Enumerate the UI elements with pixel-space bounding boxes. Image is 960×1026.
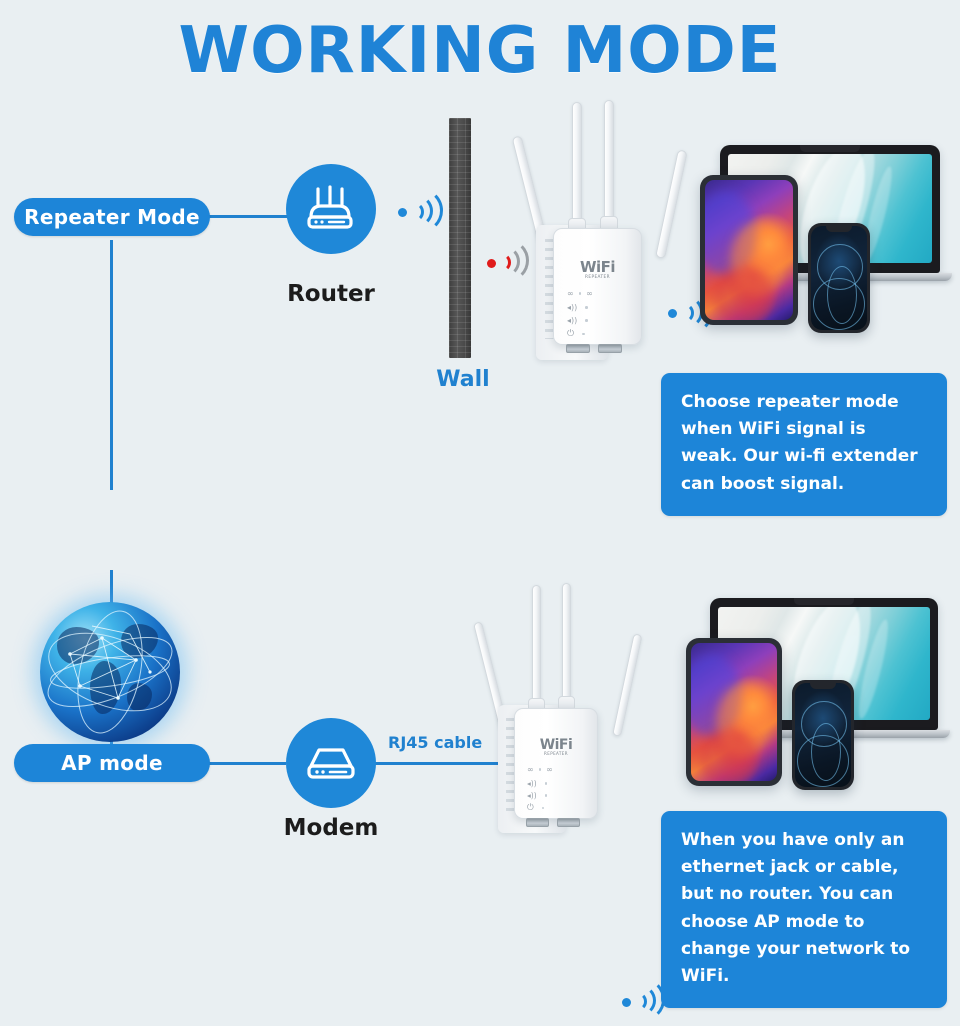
laptop-camera-notch bbox=[800, 145, 860, 152]
tablet-icon bbox=[700, 175, 798, 325]
led-row-power-ap: ⏻ bbox=[527, 803, 545, 813]
wifi-broadcast-ap-icon bbox=[622, 978, 665, 1026]
led-row-lan-ap: ∞ ∞ bbox=[527, 765, 553, 774]
wan-icon-ap: ∞ bbox=[546, 765, 553, 774]
connector-repeater-to-globe bbox=[110, 240, 113, 490]
led-dot-3 bbox=[585, 319, 588, 322]
extender-brand-main-ap: WiFi bbox=[539, 737, 573, 753]
led-row-lan: ∞ ∞ bbox=[567, 289, 593, 298]
mode-pill-ap-label: AP mode bbox=[61, 751, 163, 775]
mode-pill-repeater-label: Repeater Mode bbox=[24, 205, 200, 229]
led-dot-2-ap bbox=[544, 782, 548, 785]
smartphone-icon bbox=[808, 223, 870, 333]
extender-brand-sub-ap: REPEATER bbox=[544, 752, 568, 757]
signal-icon-ap: ◂)) bbox=[527, 779, 537, 788]
wifi-led-icon: ◂)) bbox=[567, 316, 578, 325]
laptop-camera-notch-ap bbox=[794, 598, 854, 605]
mode-pill-ap[interactable]: AP mode bbox=[14, 744, 210, 782]
modem-caption: Modem bbox=[283, 815, 379, 841]
wall-obstacle bbox=[449, 118, 471, 358]
phone-notch-ap bbox=[810, 683, 836, 689]
wifi-extender-repeater: WiFi REPEATER ∞ ∞ ◂)) ◂)) ⏻ bbox=[511, 100, 688, 360]
callout-repeater-text: Choose repeater mode when WiFi signal is… bbox=[681, 392, 918, 494]
led-row-wifi: ◂)) bbox=[567, 316, 588, 325]
lan-icon-ap: ∞ bbox=[527, 765, 534, 774]
wall-label: Wall bbox=[436, 367, 490, 392]
led-row-wifi-ap: ◂)) bbox=[527, 791, 548, 800]
device-cluster-repeater bbox=[700, 145, 952, 345]
extender-brand: WiFi REPEATER bbox=[554, 260, 641, 281]
ethernet-port-1 bbox=[566, 344, 590, 353]
ethernet-port-1-ap bbox=[526, 818, 549, 827]
led-dot-1-ap bbox=[538, 768, 542, 771]
led-row-signal-ap: ◂)) bbox=[527, 779, 548, 788]
antenna-right-inner bbox=[604, 100, 614, 228]
smartphone-icon-ap bbox=[792, 680, 854, 790]
power-icon: ⏻ bbox=[567, 329, 575, 339]
lan-icon: ∞ bbox=[567, 289, 574, 298]
antenna-right-inner-ap bbox=[562, 583, 571, 707]
extender-body-ap: WiFi REPEATER ∞ ∞ ◂)) ◂)) ⏻ bbox=[514, 708, 598, 819]
led-dot-4 bbox=[582, 332, 585, 336]
modem-icon bbox=[286, 718, 376, 808]
callout-repeater: Choose repeater mode when WiFi signal is… bbox=[661, 373, 947, 516]
power-icon-ap: ⏻ bbox=[527, 803, 534, 813]
router-icon bbox=[286, 164, 376, 254]
antenna-left-inner bbox=[572, 102, 582, 228]
antenna-right-outer-ap bbox=[612, 633, 643, 737]
led-dot-1 bbox=[578, 292, 582, 295]
ethernet-port-2 bbox=[598, 344, 622, 353]
antenna-left-inner-ap bbox=[532, 585, 541, 707]
ethernet-port-2-ap bbox=[557, 818, 580, 827]
callout-ap-text: When you have only an ethernet jack or c… bbox=[681, 830, 911, 986]
extender-brand-sub: REPEATER bbox=[585, 275, 610, 280]
led-row-power: ⏻ bbox=[567, 329, 585, 339]
router-glyph bbox=[307, 185, 353, 229]
tablet-wallpaper bbox=[705, 180, 793, 320]
signal-icon: ◂)) bbox=[567, 303, 578, 312]
led-dot-4-ap bbox=[541, 806, 545, 810]
infographic-canvas: WORKING MODE Repeater Mode Router bbox=[9, 14, 952, 1021]
callout-ap: When you have only an ethernet jack or c… bbox=[661, 811, 947, 1009]
tablet-wallpaper-ap bbox=[691, 643, 777, 781]
wifi-extender-ap: WiFi REPEATER ∞ ∞ ◂)) ◂)) ⏻ bbox=[473, 577, 643, 833]
phone-wallpaper bbox=[811, 226, 867, 330]
globe-network-icon bbox=[9, 571, 211, 773]
modem-glyph bbox=[307, 748, 355, 779]
extender-brand-main: WiFi bbox=[579, 258, 616, 276]
wifi-signal-strong-icon bbox=[398, 188, 443, 237]
connector-ap-to-modem bbox=[208, 762, 286, 765]
mode-pill-repeater[interactable]: Repeater Mode bbox=[14, 198, 210, 236]
router-caption: Router bbox=[287, 281, 375, 307]
rj45-cable-label: RJ45 cable bbox=[388, 733, 483, 752]
antenna-right-outer bbox=[655, 149, 688, 260]
tablet-icon-ap bbox=[686, 638, 782, 786]
page-title: WORKING MODE bbox=[178, 14, 782, 88]
extender-body: WiFi REPEATER ∞ ∞ ◂)) ◂)) ⏻ bbox=[553, 228, 642, 345]
globe-network-mesh bbox=[47, 610, 173, 734]
wifi-led-icon-ap: ◂)) bbox=[527, 791, 537, 800]
connector-repeater-to-router bbox=[208, 215, 288, 218]
connector-modem-to-extender bbox=[375, 762, 530, 765]
led-row-signal: ◂)) bbox=[567, 303, 588, 312]
led-dot-2 bbox=[585, 306, 588, 309]
wan-icon: ∞ bbox=[586, 289, 593, 298]
led-dot-3-ap bbox=[544, 794, 548, 797]
vent-slots-ap bbox=[506, 718, 517, 813]
extender-brand-ap: WiFi REPEATER bbox=[515, 738, 597, 757]
phone-wallpaper-ap bbox=[795, 683, 851, 787]
device-cluster-ap bbox=[686, 598, 950, 798]
wifi-signal-weak-icon bbox=[487, 239, 529, 286]
phone-notch bbox=[826, 226, 852, 232]
